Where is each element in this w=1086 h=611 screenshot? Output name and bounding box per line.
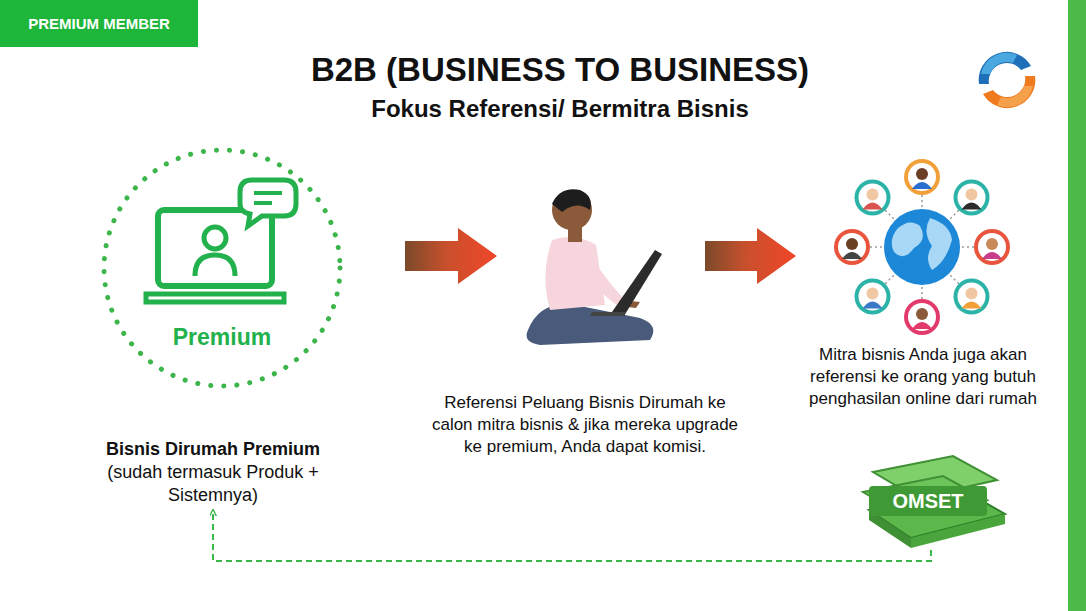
premium-circle [104,150,340,386]
network-illustration-part [855,180,891,216]
network-illustration-part [863,301,883,308]
caption-heading: Bisnis Dirumah Premium [92,438,334,461]
money-illustration-part [869,486,987,516]
network-illustration-part [982,252,1002,259]
premium-circle-part [204,227,226,249]
network-illustration-part [961,203,981,210]
network-illustration-part [953,278,989,314]
subtitle: Fokus Referensi/ Bermitra Bisnis [300,94,820,124]
network-illustration-part [885,210,893,218]
network-illustration-part [908,303,936,331]
money-label: OMSET [869,487,987,515]
network-illustration-part [867,287,879,299]
network-illustration-part [916,308,928,320]
network-illustration-part [870,246,882,248]
network-illustration [0,0,1010,335]
dashed-connector [213,510,931,561]
network-illustration-part [892,222,923,256]
network-illustration-part [961,301,981,308]
logo-part [981,53,1017,74]
premium-circle-part [146,294,284,302]
network-illustration-part [962,246,974,248]
network-illustration-part [908,163,936,191]
network-illustration-part [957,184,985,212]
title: B2B (BUSINESS TO BUSINESS) [230,50,890,90]
side-bar [1068,0,1086,611]
logo [979,52,1036,108]
logo-part [983,76,1035,108]
description-text: Referensi Peluang Bisnis Dirumah ke calo… [425,392,745,458]
network-illustration-part [863,203,883,210]
network-illustration-part [950,210,958,218]
person-illustration-part [590,312,626,316]
premium-circle-part [104,150,340,386]
network-illustration-part [859,282,887,310]
network-illustration-part [965,189,977,201]
premium-circle-part [240,180,296,226]
network-illustration-part [867,189,879,201]
person-illustration-part [582,255,625,306]
circle-label: Premium [92,322,352,352]
network-illustration-part [838,233,866,261]
network-illustration-part [5,66,7,74]
network-illustration-part [884,209,960,285]
network-illustration-part [974,229,1010,265]
premium-circle-part [254,201,272,205]
network-illustration-part [965,287,977,299]
network-illustration-part [953,180,989,216]
network-illustration-part [904,299,940,335]
money-illustration-part [911,514,1005,548]
network-illustration-part [978,233,1006,261]
network-illustration-part [986,238,998,250]
badge-text: PREMIUM MEMBER [0,0,198,47]
network-illustration-part [912,322,932,329]
block-arrow-part [705,228,796,284]
person-illustration [527,189,663,345]
premium-circle-part [254,191,282,195]
network-illustration-part [957,282,985,310]
network-illustration-part [834,229,870,265]
person-illustration-part [552,190,592,230]
caption-body: (sudah termasuk Produk + Sistemnya) [92,461,334,507]
premium-circle-part [195,255,235,276]
omset-money: OMSET [855,450,1007,550]
network-illustration-part [950,275,958,283]
network-illustration-part [926,218,952,270]
logo-part [979,52,1031,84]
block-arrow-part [405,228,497,284]
network-illustration-part [885,275,893,283]
description-text: Mitra bisnis Anda juga akan referensi ke… [795,344,1051,410]
network-illustration-part [904,159,940,195]
network-illustration-part [916,168,928,180]
network-illustration-part [912,182,932,189]
network-illustration-part [855,278,891,314]
member-badge: PREMIUM MEMBER [0,0,198,47]
network-illustration-part [921,195,923,207]
person-illustration-part [612,250,662,316]
network-illustration-part [846,238,858,250]
money-illustration-part [863,476,987,518]
logo-part [997,86,1033,107]
person-illustration-part [527,304,654,345]
premium-node: PremiumBisnis Dirumah Premium(sudah term… [92,146,334,508]
network-illustration-part [859,184,887,212]
person-illustration-part [552,189,591,212]
network-illustration-part [842,252,862,259]
network-illustration-part [921,287,923,299]
